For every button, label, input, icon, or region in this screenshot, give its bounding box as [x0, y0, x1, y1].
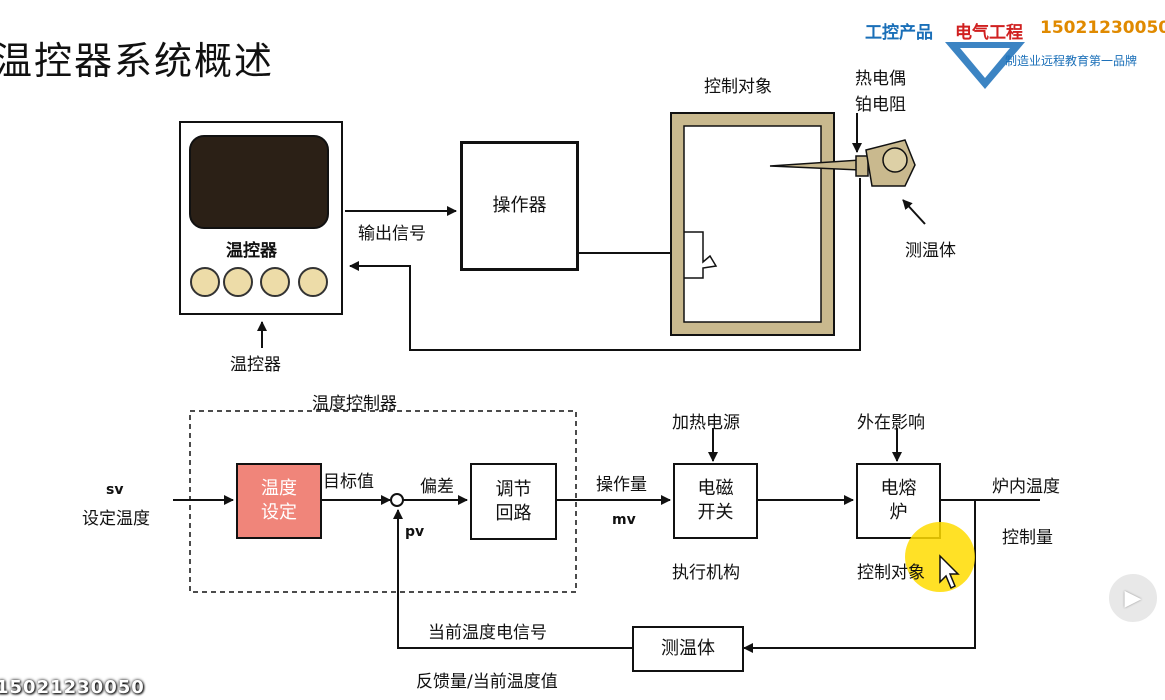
watermark-logo: 工控产品 电气工程 15021230050 制造业远程教育第一品牌	[865, 14, 1165, 89]
controller-display	[189, 135, 329, 229]
watermark-part1: 工控产品	[865, 23, 933, 43]
thermocouple-label: 热电偶	[855, 69, 906, 89]
target-value-label: 目标值	[323, 472, 374, 492]
regulating-loop-box: 调节 回路	[470, 463, 557, 540]
controller-box-label: 温控器	[226, 241, 277, 261]
control-object-bottom-label: 控制对象	[857, 563, 925, 583]
watermark-part2: 电气工程	[955, 23, 1023, 43]
temp-setting-label: 温度 设定	[261, 478, 297, 523]
play-button[interactable]: ▶	[1107, 572, 1159, 624]
actuator-label: 执行机构	[672, 563, 740, 583]
mv-label: mv	[612, 512, 636, 528]
heating-power-label: 加热电源	[672, 413, 740, 433]
controller-button-2	[223, 267, 253, 297]
temp-setting-box: 温度 设定	[236, 463, 322, 539]
watermark-part3: 15021230050	[1040, 18, 1165, 38]
operator-label: 操作器	[492, 195, 547, 216]
controller-caption: 温控器	[230, 355, 281, 375]
external-influence-label: 外在影响	[857, 413, 925, 433]
furnace-temp-label: 炉内温度	[992, 477, 1060, 497]
feedback-wire	[349, 178, 861, 351]
controller-button-4	[298, 267, 328, 297]
sensor-box-label: 测温体	[661, 638, 715, 659]
regulating-loop-label: 调节 回路	[495, 478, 532, 524]
manipulated-variable-label: 操作量	[596, 475, 647, 495]
sensor-box: 测温体	[632, 626, 744, 672]
magnetic-switch-label: 电磁 开关	[697, 478, 734, 523]
timecode-overlay: 15021230050	[0, 677, 145, 698]
control-object-label: 控制对象	[704, 77, 772, 97]
thermocouple-head-icon	[855, 139, 916, 187]
output-signal-label: 输出信号	[358, 224, 426, 244]
controller-button-1	[190, 267, 220, 297]
set-temp-label: 设定温度	[82, 509, 150, 529]
platinum-rtd-label: 铂电阻	[855, 95, 906, 115]
play-icon: ▶	[1124, 585, 1142, 611]
control-object-inner	[683, 125, 822, 323]
watermark-triangle-icon	[945, 42, 1025, 89]
controlled-variable-label: 控制量	[1002, 528, 1053, 548]
operator-box: 操作器	[460, 141, 579, 271]
electric-furnace-label: 电熔 炉	[880, 478, 917, 523]
current-temp-signal-label: 当前温度电信号	[428, 623, 547, 643]
feedback-label: 反馈量/当前温度值	[416, 672, 558, 692]
page-title: 温控器系统概述	[0, 39, 275, 83]
pv-label: pv	[405, 524, 425, 540]
deviation-label: 偏差	[420, 477, 454, 497]
controller-button-3	[260, 267, 290, 297]
temp-controller-label: 温度控制器	[312, 394, 397, 414]
sensor-label-top: 测温体	[905, 241, 956, 261]
magnetic-switch-box: 电磁 开关	[673, 463, 758, 539]
sv-label: sv	[106, 482, 124, 498]
heater-element-icon	[684, 231, 718, 279]
temp-controller-dashed-box	[189, 410, 577, 593]
watermark-tagline: 制造业远程教育第一品牌	[1005, 54, 1138, 68]
